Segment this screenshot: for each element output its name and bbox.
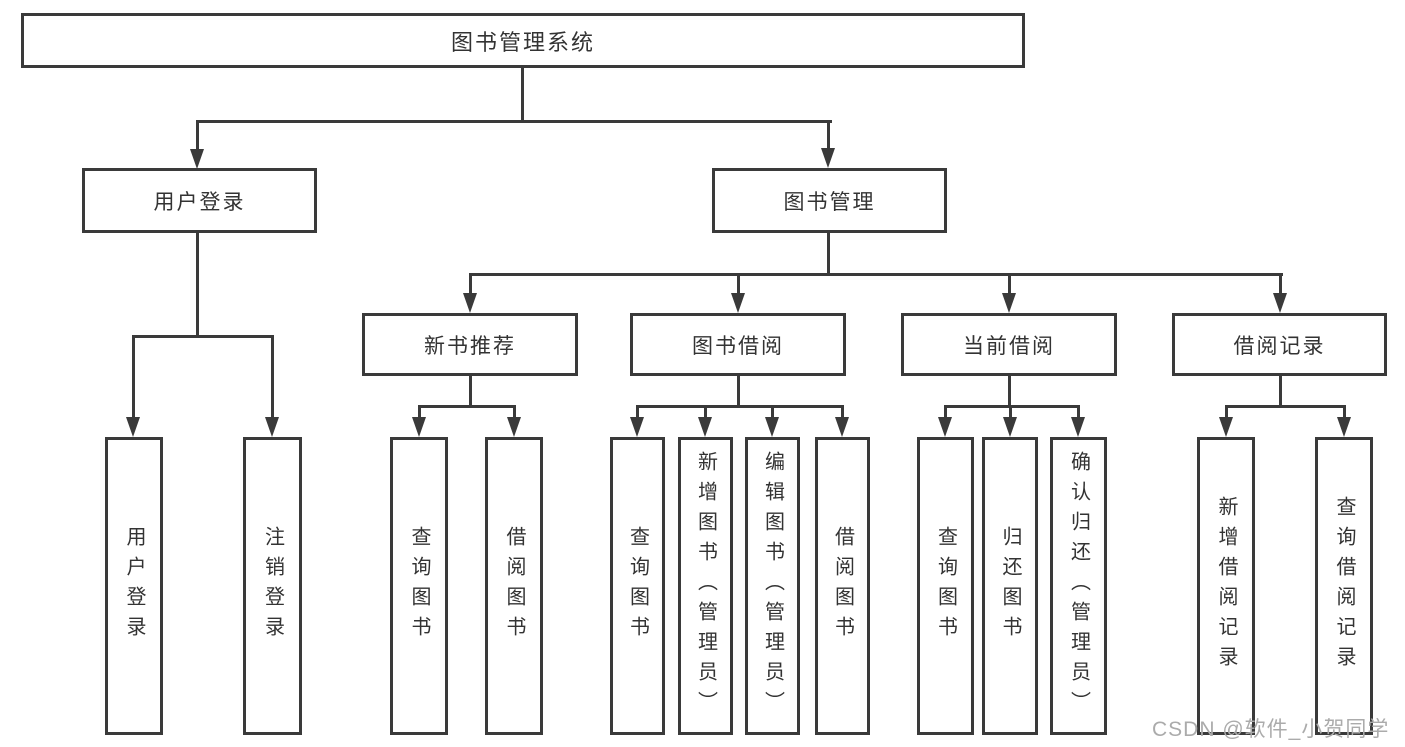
connector-new-book-stem [469, 376, 472, 405]
csdn-watermark: CSDN @软件_小贺同学 [1152, 718, 1390, 741]
leaf-label: 用户登录 [123, 526, 145, 646]
arrowhead-book-management [821, 148, 835, 168]
leaf-user-login: 用户登录 [105, 437, 163, 735]
node-user-login: 用户登录 [82, 168, 317, 233]
leaf-br-add-record: 新增借阅记录 [1197, 437, 1255, 735]
leaf-label: 借阅图书 [503, 526, 525, 646]
connector-borrowing-records-branch [1225, 405, 1346, 408]
connector-drop-new-book [469, 273, 472, 295]
leaf-nbr-query-book: 查询图书 [390, 437, 448, 735]
leaf-logout: 注销登录 [243, 437, 302, 735]
leaf-label: 查询借阅记录 [1333, 496, 1355, 676]
leaf-label: 确认归还（管理员） [1067, 451, 1090, 721]
leaf-bb-borrow-book: 借阅图书 [815, 437, 870, 735]
leaf-label: 查询图书 [626, 526, 649, 646]
arrowhead-leaf [938, 417, 952, 437]
connector-drop-leaf [1077, 405, 1080, 419]
connector-drop-current-borrowing [1008, 273, 1011, 295]
connector-new-book-branch [418, 405, 516, 408]
connector-drop-leaf-user-login [132, 335, 135, 418]
connector-book-management-stem [827, 233, 830, 273]
connector-drop-leaf [1225, 405, 1228, 419]
arrowhead-leaf [765, 417, 779, 437]
connector-drop-leaf [771, 405, 774, 419]
arrowhead-leaf [835, 417, 849, 437]
connector-drop-leaf [944, 405, 947, 419]
connector-drop-leaf [636, 405, 639, 419]
leaf-label: 编辑图书（管理员） [761, 451, 784, 721]
node-book-borrowing: 图书借阅 [630, 313, 846, 376]
connector-drop-leaf [418, 405, 421, 419]
node-current-borrowing: 当前借阅 [901, 313, 1117, 376]
leaf-label: 借阅图书 [831, 526, 854, 646]
node-book-management: 图书管理 [712, 168, 947, 233]
connector-user-login-branch [132, 335, 274, 338]
connector-user-login-stem [196, 233, 199, 335]
connector-drop-leaf [1343, 405, 1346, 419]
connector-level2-branch [469, 273, 1283, 276]
node-new-book-recommend: 新书推荐 [362, 313, 578, 376]
arrowhead-user-login [190, 149, 204, 169]
arrowhead-new-book [463, 293, 477, 313]
connector-borrowing-records-stem [1279, 376, 1282, 405]
connector-drop-user-login [196, 120, 199, 150]
leaf-bb-add-book-admin: 新增图书（管理员） [678, 437, 733, 735]
arrowhead-leaf [1003, 417, 1017, 437]
arrowhead-leaf [1337, 417, 1351, 437]
leaf-nbr-borrow-book: 借阅图书 [485, 437, 543, 735]
connector-drop-leaf [513, 405, 516, 419]
connector-level1-branch [196, 120, 832, 123]
arrowhead-leaf [412, 417, 426, 437]
leaf-cb-query-book: 查询图书 [917, 437, 974, 735]
leaf-label: 新增图书（管理员） [694, 451, 717, 721]
arrowhead-book-borrowing [731, 293, 745, 313]
leaf-cb-confirm-return-admin: 确认归还（管理员） [1050, 437, 1107, 735]
arrowhead-leaf [1219, 417, 1233, 437]
connector-drop-leaf [704, 405, 707, 419]
arrowhead-leaf-user-login [126, 417, 140, 437]
arrowhead-leaf-logout [265, 417, 279, 437]
connector-root-stem [521, 68, 524, 120]
connector-current-borrowing-stem [1008, 376, 1011, 405]
leaf-label: 查询图书 [934, 526, 957, 646]
connector-current-borrowing-branch [944, 405, 1080, 408]
leaf-cb-return-book: 归还图书 [982, 437, 1038, 735]
arrowhead-current-borrowing [1002, 293, 1016, 313]
connector-drop-book-borrowing [737, 273, 740, 295]
connector-drop-leaf [841, 405, 844, 419]
arrowhead-leaf [507, 417, 521, 437]
arrowhead-leaf [698, 417, 712, 437]
leaf-br-query-record: 查询借阅记录 [1315, 437, 1373, 735]
leaf-bb-query-book: 查询图书 [610, 437, 665, 735]
node-borrowing-records: 借阅记录 [1172, 313, 1387, 376]
connector-book-borrowing-stem [737, 376, 740, 405]
leaf-label: 归还图书 [999, 526, 1021, 646]
leaf-label: 注销登录 [261, 526, 284, 646]
arrowhead-leaf [1071, 417, 1085, 437]
leaf-label: 查询图书 [408, 526, 430, 646]
connector-drop-leaf [1009, 405, 1012, 419]
connector-drop-borrowing-records [1279, 273, 1282, 295]
connector-drop-book-management [827, 120, 830, 150]
connector-drop-leaf-logout [271, 335, 274, 418]
connector-book-borrowing-branch [636, 405, 844, 408]
arrowhead-borrowing-records [1273, 293, 1287, 313]
leaf-bb-edit-book-admin: 编辑图书（管理员） [745, 437, 800, 735]
node-root-library-system: 图书管理系统 [21, 13, 1025, 68]
arrowhead-leaf [630, 417, 644, 437]
leaf-label: 新增借阅记录 [1215, 496, 1237, 676]
